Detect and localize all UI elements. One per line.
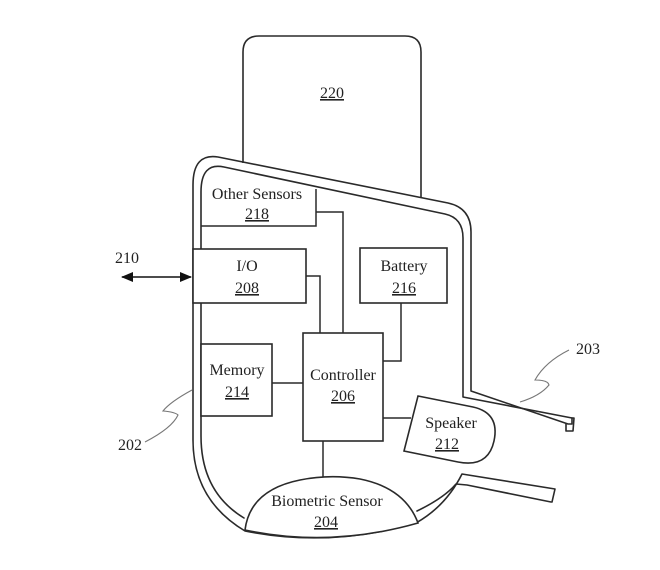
- housing-inner-wall-lower-right: [416, 483, 552, 512]
- housing-202: [192, 155, 575, 539]
- callout-202-leader: [144, 389, 193, 443]
- biometric-sensor-label: Biometric Sensor: [271, 493, 383, 510]
- speaker-ref: 212: [435, 436, 459, 453]
- speaker-label: Speaker: [425, 415, 477, 432]
- wire-battery-to-controller: [383, 303, 402, 362]
- callout-210: 210: [115, 250, 192, 282]
- battery-216: Battery 216: [359, 247, 448, 304]
- speaker-outline: [403, 395, 496, 464]
- controller-label: Controller: [310, 367, 376, 384]
- wire-io-to-controller: [306, 275, 321, 333]
- battery-box: [359, 247, 448, 304]
- earpiece-body-ref: 220: [320, 85, 344, 102]
- housing-inner-wall: [200, 165, 573, 519]
- biometric-sensor-outline: [244, 475, 420, 539]
- io-box: [192, 248, 307, 304]
- biometric-sensor-ref: 204: [314, 514, 338, 531]
- callout-203-label: 203: [576, 341, 600, 358]
- wire-other-sensors-to-controller: [316, 211, 344, 333]
- callout-203-leader: [519, 349, 570, 403]
- ear-tube-upper-tip: [565, 417, 575, 432]
- io-208: I/O 208: [192, 248, 307, 304]
- io-ref: 208: [235, 280, 259, 297]
- callout-202: 202: [118, 389, 193, 454]
- controller-206: Controller 206: [302, 332, 384, 442]
- memory-box: [200, 343, 273, 417]
- controller-box: [302, 332, 384, 442]
- memory-label: Memory: [209, 362, 264, 379]
- connector-wires: [272, 211, 411, 478]
- callout-202-label: 202: [118, 437, 142, 454]
- other-sensors-outline: [201, 189, 317, 227]
- callout-210-label: 210: [115, 250, 139, 267]
- housing-outer-wall: [192, 155, 573, 539]
- other-sensors-ref: 218: [245, 206, 269, 223]
- other-sensors-label: Other Sensors: [212, 186, 302, 203]
- earpiece-body-outline: [242, 35, 422, 198]
- other-sensors-218: Other Sensors 218: [201, 186, 317, 227]
- battery-label: Battery: [380, 258, 427, 275]
- biometric-sensor-204: Biometric Sensor 204: [244, 475, 420, 539]
- controller-ref: 206: [331, 388, 355, 405]
- callout-203: 203: [519, 341, 600, 403]
- battery-ref: 216: [392, 280, 416, 297]
- memory-214: Memory 214: [200, 343, 273, 417]
- earpiece-body-220: 220: [242, 35, 422, 198]
- speaker-212: Speaker 212: [403, 395, 496, 464]
- io-label: I/O: [236, 258, 257, 275]
- memory-ref: 214: [225, 384, 249, 401]
